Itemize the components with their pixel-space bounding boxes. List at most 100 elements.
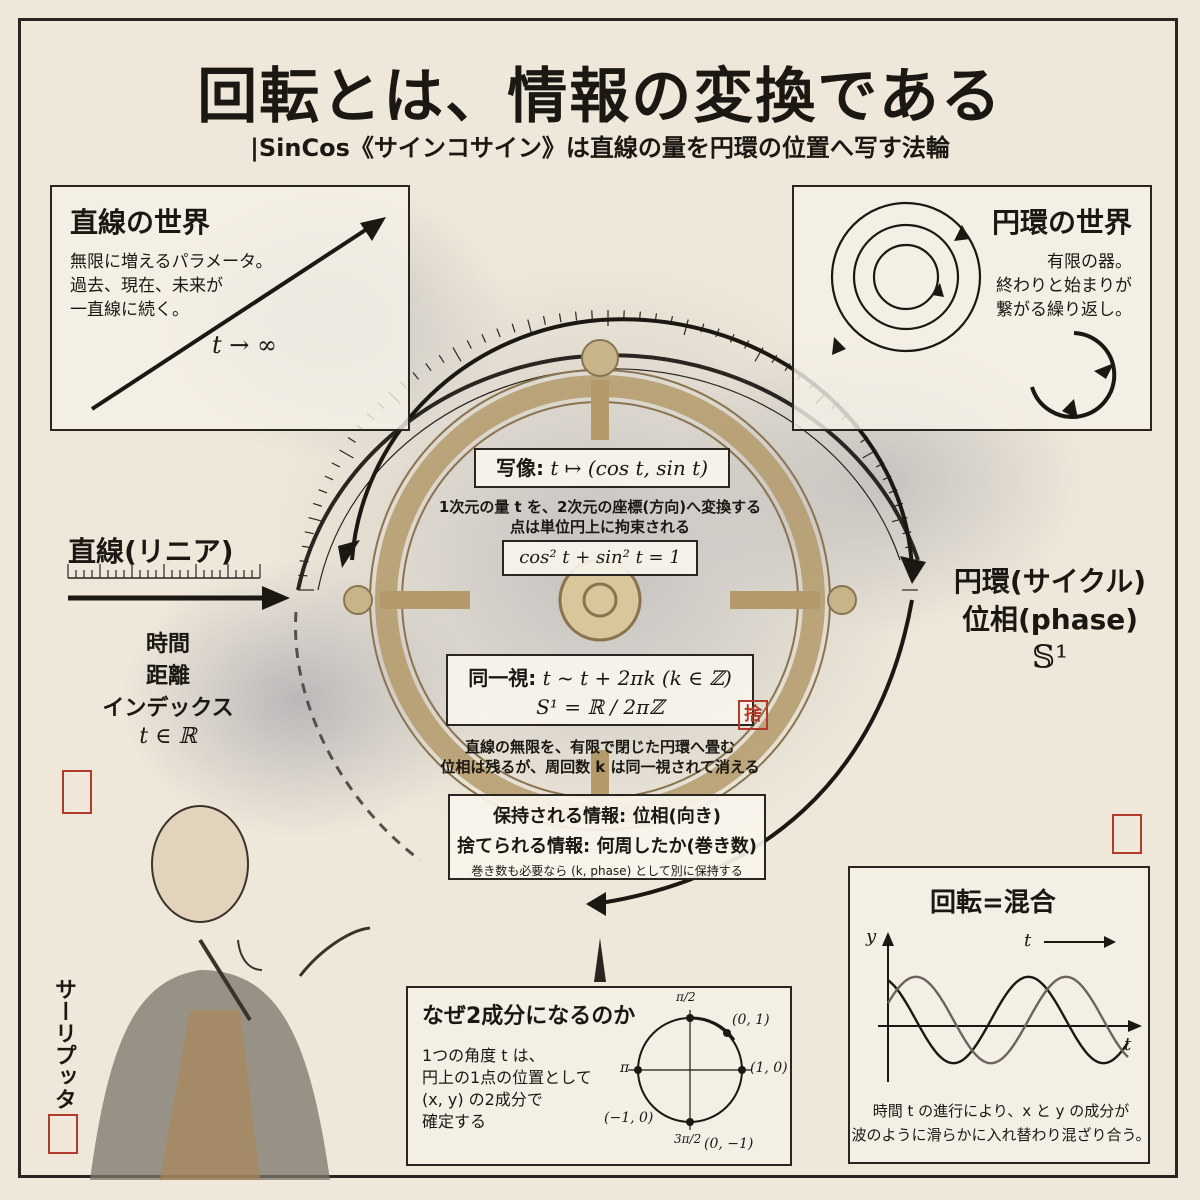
outer-frame xyxy=(18,18,1178,1178)
mapping-label: 写像: xyxy=(495,456,544,480)
linear-arrow-head xyxy=(262,586,290,610)
arrow-left-head xyxy=(338,540,360,568)
why-two-line-3: (x, y) の2成分で xyxy=(422,1090,543,1109)
identification-label: 同一視: xyxy=(468,666,537,690)
cycle-side-subtitle: 位相(phase) xyxy=(961,603,1139,636)
linear-world-title: 直線の世界 xyxy=(70,206,211,239)
linear-ruler-ticks xyxy=(67,564,261,578)
wave-plot xyxy=(878,932,1142,1082)
page-title: 回転とは、情報の変換である xyxy=(197,62,1003,132)
circle-world-line-1: 有限の器。 xyxy=(1047,252,1132,272)
mixing-t-arrow-label: t xyxy=(1024,930,1032,951)
wave-y xyxy=(886,975,1129,1065)
cycle-side-title: 円環(サイクル) xyxy=(953,565,1147,598)
why-two-line-1: 1つの角度 t は、 xyxy=(422,1046,545,1065)
unit-circle-diagram xyxy=(628,1010,752,1130)
ruler-tick xyxy=(412,372,420,380)
circle-world-panel: 円環の世界 有限の器。 終わりと始まりが 繋がる繰り返し。 xyxy=(792,185,1152,431)
ruler-tick xyxy=(308,516,325,523)
ruler-tick xyxy=(574,311,578,321)
linear-world-formula: t → ∞ xyxy=(212,331,278,359)
seal-stamp-left-bottom xyxy=(48,1114,78,1154)
label-top-point: (0, 1) xyxy=(732,1012,770,1028)
ruler-tick xyxy=(312,502,322,507)
linear-side-formula: t ∈ ℝ xyxy=(139,724,197,749)
mapping-desc-2: 点は単位円上に拘束される xyxy=(509,518,690,536)
seal-stamp-left-top xyxy=(62,770,92,814)
ruler-tick xyxy=(511,323,516,333)
circle-world-line-2: 終わりと始まりが xyxy=(996,276,1132,296)
figure-name: サーリプッタ xyxy=(51,978,76,1110)
circle-world-line-3: 繋がる繰り返し。 xyxy=(996,300,1132,320)
ruler-tick xyxy=(496,328,501,338)
label-pi: π xyxy=(620,1060,630,1076)
seal-stamp-right xyxy=(1112,814,1142,854)
label-bottom-point: (0, −1) xyxy=(704,1136,754,1152)
linear-item-distance: 距離 xyxy=(145,664,190,689)
mixing-title: 回転=混合 xyxy=(930,888,1056,918)
ruler-tick xyxy=(452,347,462,362)
why-two-panel: なぜ2成分になるのか 1つの角度 t は、 円上の1点の位置として (x, y)… xyxy=(406,986,792,1166)
linear-world-line-2: 過去、現在、未来が xyxy=(70,276,223,296)
mixing-panel: 回転=混合 y t t 時間 t の進行により、x と y の成分が 波のように… xyxy=(848,866,1151,1164)
identification-desc-1: 直線の無限を、有限で閉じた円環へ畳む xyxy=(464,738,735,756)
label-three-pi-half: 3π/2 xyxy=(674,1132,702,1146)
ruler-tick xyxy=(558,313,562,323)
identification-formula: t ~ t + 2πk (k ∈ ℤ) xyxy=(542,666,732,690)
linear-item-index: インデックス xyxy=(102,696,234,721)
why-two-line-2: 円上の1点の位置として xyxy=(422,1068,592,1087)
page-subtitle: |SinCos《サインコサイン》は直線の量を円環の位置へ写す法輪 xyxy=(250,134,950,162)
identity-box: cos² t + sin² t = 1 xyxy=(502,540,698,576)
ruler-tick xyxy=(339,449,354,459)
ruler-tick xyxy=(324,475,334,481)
identification-formula-2: S¹ = ℝ / 2πℤ xyxy=(536,695,664,719)
identification-box: 同一視: t ~ t + 2πk (k ∈ ℤ) S¹ = ℝ / 2πℤ xyxy=(446,654,754,726)
cycle-arrows-icon xyxy=(1030,331,1117,419)
ruler-tick xyxy=(542,315,547,326)
arrow-bottom-arc xyxy=(593,599,914,906)
seal-stamp: 捨 xyxy=(738,700,768,730)
info-note: 巻き数も必要なら (k, phase) として別に保持する xyxy=(471,864,743,878)
cycle-side-symbol: 𝕊¹ xyxy=(1032,638,1068,676)
mixing-desc-1: 時間 t の進行により、x と y の成分が xyxy=(872,1102,1130,1120)
label-right-point: (1, 0) xyxy=(750,1060,788,1076)
linear-world-line-1: 無限に増えるパラメータ。 xyxy=(70,252,273,272)
ruler-tick xyxy=(425,363,432,372)
linear-world-line-3: 一直線に続く。 xyxy=(70,300,189,320)
ruler-tick xyxy=(347,436,356,443)
circle-world-title: 円環の世界 xyxy=(991,206,1132,239)
diagonal-arrow-icon xyxy=(90,217,386,411)
mapping-desc-1: 1次元の量 t を、2次元の座標(方向)へ変換する xyxy=(438,498,762,516)
why-two-title: なぜ2成分になるのか xyxy=(422,1004,636,1029)
linear-world-panel: 直線の世界 無限に増えるパラメータ。 過去、現在、未来が 一直線に続く。 t →… xyxy=(50,185,410,431)
monk-figure xyxy=(90,805,371,1180)
why-two-line-4: 確定する xyxy=(422,1112,487,1131)
ruler-tick xyxy=(481,333,487,343)
info-kept: 保持される情報: 位相(向き) xyxy=(493,806,721,827)
mapping-formula: t ↦ (cos t, sin t) xyxy=(550,456,709,480)
ruler-tick xyxy=(331,462,341,468)
ruler-tick xyxy=(304,531,314,535)
mapping-box: 写像: t ↦ (cos t, sin t) xyxy=(474,448,730,488)
mixing-y-label: y xyxy=(866,926,877,947)
concentric-circles-icon xyxy=(830,201,1117,419)
identification-desc-2: 位相は残るが、周回数 k は同一視されて消える xyxy=(440,758,760,776)
arrow-bottom-head xyxy=(586,892,606,916)
wave-x xyxy=(887,975,1129,1065)
arrow-left-arc xyxy=(350,318,601,561)
info-box: 保持される情報: 位相(向き) 捨てられる情報: 何周したか(巻き数) 巻き数も… xyxy=(448,794,766,880)
ruler-tick xyxy=(301,545,311,549)
arrow-right-head xyxy=(900,556,926,584)
ruler-tick xyxy=(318,489,328,494)
identification-line: 同一視: t ~ t + 2πk (k ∈ ℤ) xyxy=(448,662,752,691)
label-left-point: (−1, 0) xyxy=(604,1110,654,1126)
ruler-tick xyxy=(438,354,445,364)
pointer-mark xyxy=(594,938,606,982)
linear-item-time: 時間 xyxy=(145,632,190,657)
ruler-tick xyxy=(466,340,472,349)
linear-side-title: 直線(リニア) xyxy=(68,535,234,568)
info-discarded: 捨てられる情報: 何周したか(巻き数) xyxy=(457,836,757,857)
label-pi-half: π/2 xyxy=(676,990,696,1004)
ruler-tick xyxy=(299,560,309,563)
